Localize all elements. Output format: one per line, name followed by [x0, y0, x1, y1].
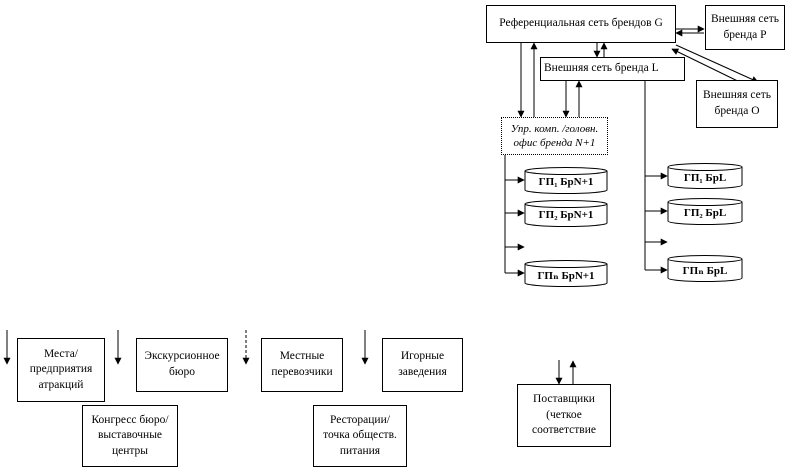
hotel-l-1-label: ГП₁ БрL	[683, 172, 727, 184]
suppliers-box: Поставщики (четкое соответствие	[517, 384, 611, 447]
hotel-l-2-cylinder	[667, 202, 743, 225]
hotel-l-n-cylinder	[667, 259, 743, 282]
external-network-p-box: Внешняя сеть бренда P	[705, 5, 785, 50]
hotel-l-2-label: ГП₂ БрL	[683, 207, 727, 219]
ref-network-box: Референциальная сеть брендов G	[486, 5, 676, 43]
hotel-l-n-label: ГПₙ БрL	[682, 264, 728, 277]
hotel-n1-n-cylinder	[524, 264, 608, 287]
hotel-n1-n-label: ГПₙ БрN+1	[537, 269, 595, 282]
external-network-o-box: Внешняя сеть бренда O	[696, 80, 778, 128]
restaurants-box: Ресторации/ точка обществ. питания	[313, 405, 407, 467]
congress-bureau-box: Конгресс бюро/ выставочные центры	[82, 405, 178, 467]
local-carriers-box: Местные перевозчики	[261, 338, 343, 392]
excursion-bureau-box: Экскурсионное бюро	[136, 338, 228, 392]
attractions-box: Места/ предприятия атракций	[17, 338, 105, 402]
hotel-l-1-cylinder	[667, 167, 743, 189]
external-network-l-box: Внешняя сеть бренда L	[540, 57, 685, 81]
gaming-venues-box: Игорные заведения	[382, 338, 463, 392]
hotel-n1-2-cylinder	[524, 204, 608, 227]
hotel-n1-2-label: ГП₂ БрN+1	[538, 209, 594, 221]
management-office-box: Упр. комп. /головн. офис бренда N+1	[501, 117, 608, 155]
hotel-n1-1-cylinder	[524, 171, 608, 194]
arrow-g-to-o	[675, 44, 759, 83]
hotel-n1-1-label: ГП₁ БрN+1	[538, 176, 594, 188]
